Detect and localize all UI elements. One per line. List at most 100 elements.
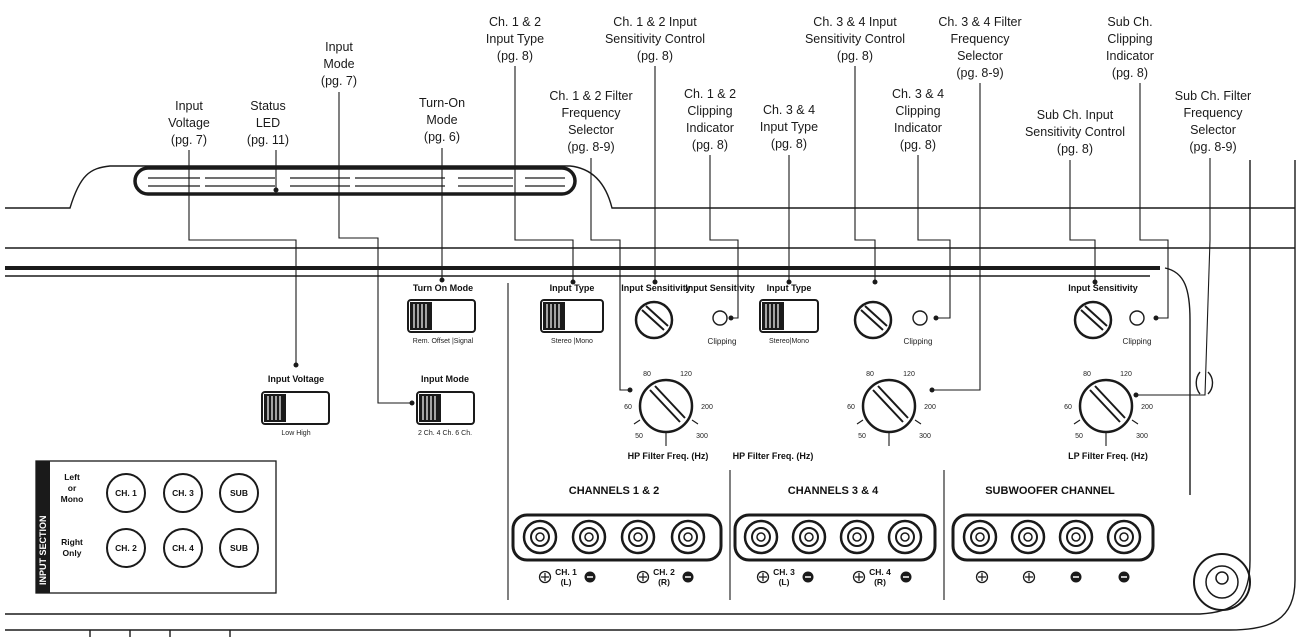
svg-text:Input: Input xyxy=(175,99,203,113)
rca-jack[interactable] xyxy=(1010,519,1046,555)
leader-input-mode xyxy=(338,92,412,404)
svg-text:Voltage: Voltage xyxy=(168,116,210,130)
svg-text:Clipping: Clipping xyxy=(895,104,940,118)
svg-text:60: 60 xyxy=(1064,404,1072,411)
svg-text:CH. 3: CH. 3 xyxy=(773,567,795,577)
svg-text:(pg. 6): (pg. 6) xyxy=(424,130,460,144)
svg-text:CH. 4: CH. 4 xyxy=(172,543,194,553)
svg-text:50: 50 xyxy=(858,433,866,440)
svg-text:(L): (L) xyxy=(779,577,790,587)
ch12-clipping-led xyxy=(712,310,728,326)
ch34-header: CHANNELS 3 & 4 xyxy=(788,485,879,497)
svg-text:CH. 4: CH. 4 xyxy=(869,567,891,577)
svg-text:Sensitivity Control: Sensitivity Control xyxy=(1025,125,1125,139)
svg-text:LED: LED xyxy=(256,116,280,130)
svg-text:80: 80 xyxy=(1083,371,1091,378)
svg-text:Input Type: Input Type xyxy=(550,283,595,293)
svg-text:(pg. 8): (pg. 8) xyxy=(771,137,807,151)
callout-status-led: Status LED (pg. 11) xyxy=(247,99,289,147)
svg-text:Sub Ch. Filter: Sub Ch. Filter xyxy=(1175,89,1251,103)
rca-jack[interactable] xyxy=(791,519,827,555)
svg-text:Sensitivity Control: Sensitivity Control xyxy=(805,32,905,46)
svg-text:Input Voltage: Input Voltage xyxy=(268,374,324,384)
sub-clipping-led xyxy=(1129,310,1145,326)
svg-text:Left: Left xyxy=(64,472,80,482)
input-ch1-badge: CH. 1 xyxy=(106,473,146,513)
svg-text:300: 300 xyxy=(696,433,708,440)
leader-ch34-filter xyxy=(932,83,981,391)
turn-on-mode-switch-group: Turn On Mode Rem. Offset |Signal xyxy=(407,283,476,345)
ch34-controls: Input Type Stereo|Mono Clipping xyxy=(759,283,933,346)
ch34-rca-jacks: CH. 3 (L) CH. 4 (R) xyxy=(733,513,937,587)
leader-ch34-sensitivity xyxy=(854,66,876,282)
sub-filter-dial[interactable]: 80 120 60 200 50 300 LP Filter Freq. (Hz… xyxy=(1064,371,1153,461)
svg-text:(pg. 8-9): (pg. 8-9) xyxy=(1189,140,1236,154)
svg-text:(R): (R) xyxy=(874,577,886,587)
rca-jack[interactable] xyxy=(670,519,706,555)
input-section-tab xyxy=(36,461,50,593)
svg-text:Ch. 3 & 4: Ch. 3 & 4 xyxy=(892,87,944,101)
svg-text:Input: Input xyxy=(325,40,353,54)
svg-text:Mode: Mode xyxy=(323,57,354,71)
callout-ch12-sensitivity: Ch. 1 & 2 Input Sensitivity Control (pg.… xyxy=(605,15,705,63)
svg-text:(pg. 8): (pg. 8) xyxy=(497,49,533,63)
svg-text:Indicator: Indicator xyxy=(894,121,942,135)
input-mode-switch-group: Input Mode 2 Ch. 4 Ch. 6 Ch. xyxy=(416,374,475,437)
svg-text:(pg. 8-9): (pg. 8-9) xyxy=(956,66,1003,80)
svg-text:Frequency: Frequency xyxy=(950,32,1010,46)
svg-text:120: 120 xyxy=(903,371,915,378)
rca-jack[interactable] xyxy=(743,519,779,555)
input-ch3-badge: CH. 3 xyxy=(163,473,203,513)
ch12-header: CHANNELS 1 & 2 xyxy=(569,485,659,497)
rca-jack[interactable] xyxy=(887,519,923,555)
leader-sub-filter xyxy=(1136,158,1211,396)
rca-jack[interactable] xyxy=(962,519,998,555)
amplifier-body xyxy=(5,160,1296,637)
leader-sub-sensitivity xyxy=(1069,160,1096,282)
ch34-clipping-led xyxy=(912,310,928,326)
svg-text:Sub Ch. Input: Sub Ch. Input xyxy=(1037,108,1114,122)
ch12-controls: Input Type Stereo |Mono Input Sensitivit… xyxy=(540,283,737,346)
svg-text:Input Sensitivity: Input Sensitivity xyxy=(1068,283,1138,293)
svg-text:80: 80 xyxy=(866,371,874,378)
ch34-filter-dial[interactable]: 80 120 60 200 50 300 xyxy=(847,371,936,446)
svg-text:Ch. 1 & 2 Filter: Ch. 1 & 2 Filter xyxy=(549,89,632,103)
svg-text:or: or xyxy=(68,483,77,493)
leader-ch34-clipping xyxy=(917,155,951,319)
leader-sub-clipping xyxy=(1139,83,1169,319)
leader-input-voltage xyxy=(188,150,297,365)
svg-text:300: 300 xyxy=(1136,433,1148,440)
ch12-rca-jacks: CH. 1 (L) CH. 2 (R) xyxy=(511,513,723,587)
svg-text:Turn-On: Turn-On xyxy=(419,96,465,110)
rca-jack[interactable] xyxy=(1106,519,1142,555)
svg-text:200: 200 xyxy=(924,404,936,411)
svg-text:Input Type: Input Type xyxy=(767,283,812,293)
svg-text:(pg. 8): (pg. 8) xyxy=(692,138,728,152)
svg-text:Clipping: Clipping xyxy=(904,337,933,346)
svg-text:Selector: Selector xyxy=(957,49,1003,63)
rca-jack[interactable] xyxy=(620,519,656,555)
rca-jack[interactable] xyxy=(1058,519,1094,555)
svg-text:(pg. 8): (pg. 8) xyxy=(1057,142,1093,156)
svg-text:Clipping: Clipping xyxy=(1123,337,1152,346)
svg-text:Mono: Mono xyxy=(61,494,84,504)
rca-jack[interactable] xyxy=(522,519,558,555)
svg-text:Clipping: Clipping xyxy=(708,337,737,346)
svg-text:CH. 1: CH. 1 xyxy=(115,488,137,498)
svg-text:Input Mode: Input Mode xyxy=(421,374,469,384)
svg-text:Input Sensitivity: Input Sensitivity xyxy=(621,283,691,293)
svg-text:(pg. 7): (pg. 7) xyxy=(321,74,357,88)
ch34-filter-label: HP Filter Freq. (Hz) xyxy=(733,451,814,461)
rca-jack[interactable] xyxy=(571,519,607,555)
ch12-filter-dial[interactable]: 80 120 60 200 50 300 HP Filter Freq. (Hz… xyxy=(624,371,713,461)
svg-text:Low High: Low High xyxy=(281,430,310,437)
svg-text:Sub Ch.: Sub Ch. xyxy=(1107,15,1152,29)
svg-text:Turn On Mode: Turn On Mode xyxy=(413,283,473,293)
callout-ch12-input-type: Ch. 1 & 2 Input Type (pg. 8) xyxy=(486,15,544,63)
svg-text:(pg. 11): (pg. 11) xyxy=(247,133,289,147)
status-led-strip xyxy=(148,177,565,187)
svg-text:SUB: SUB xyxy=(230,488,248,498)
rca-jack[interactable] xyxy=(839,519,875,555)
power-terminal xyxy=(1193,553,1251,611)
